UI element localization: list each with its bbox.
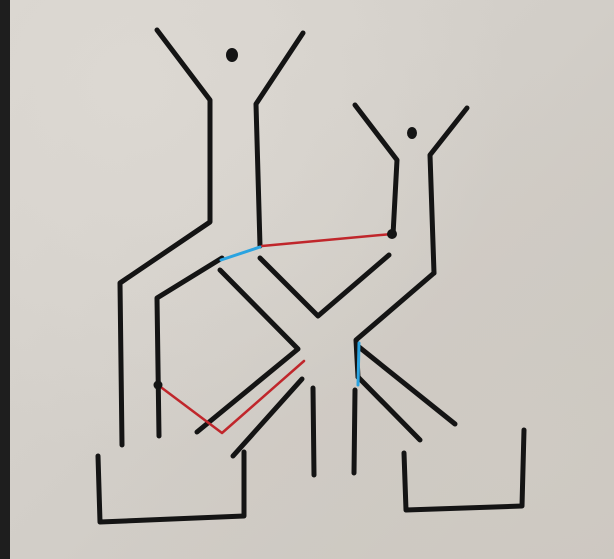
center-left-leg [313,388,314,475]
center-upper-left-branch [260,255,389,316]
center-lower-left-branch [197,270,298,432]
right-bottom-container [404,430,524,510]
left-figure-left-arm [120,30,210,445]
right-figure-head-dot [407,127,417,139]
blue-line-left [221,247,260,260]
center-lower-right-branch [233,379,302,456]
right-figure-right-arm [430,108,467,273]
center-right-branch-outer [359,347,455,424]
left-figure-right-arm [256,33,303,246]
center-right-branch-top [356,273,434,377]
red-line-top [262,234,392,246]
right-figure-left-arm [355,105,397,235]
left-junction-dot [154,381,163,390]
left-bottom-container [98,452,244,522]
blue-line-right [358,343,359,385]
red-line-bottom [158,361,304,433]
left-figure-head-dot [226,48,238,62]
center-right-leg [354,390,355,473]
right-junction-dot [387,229,397,239]
